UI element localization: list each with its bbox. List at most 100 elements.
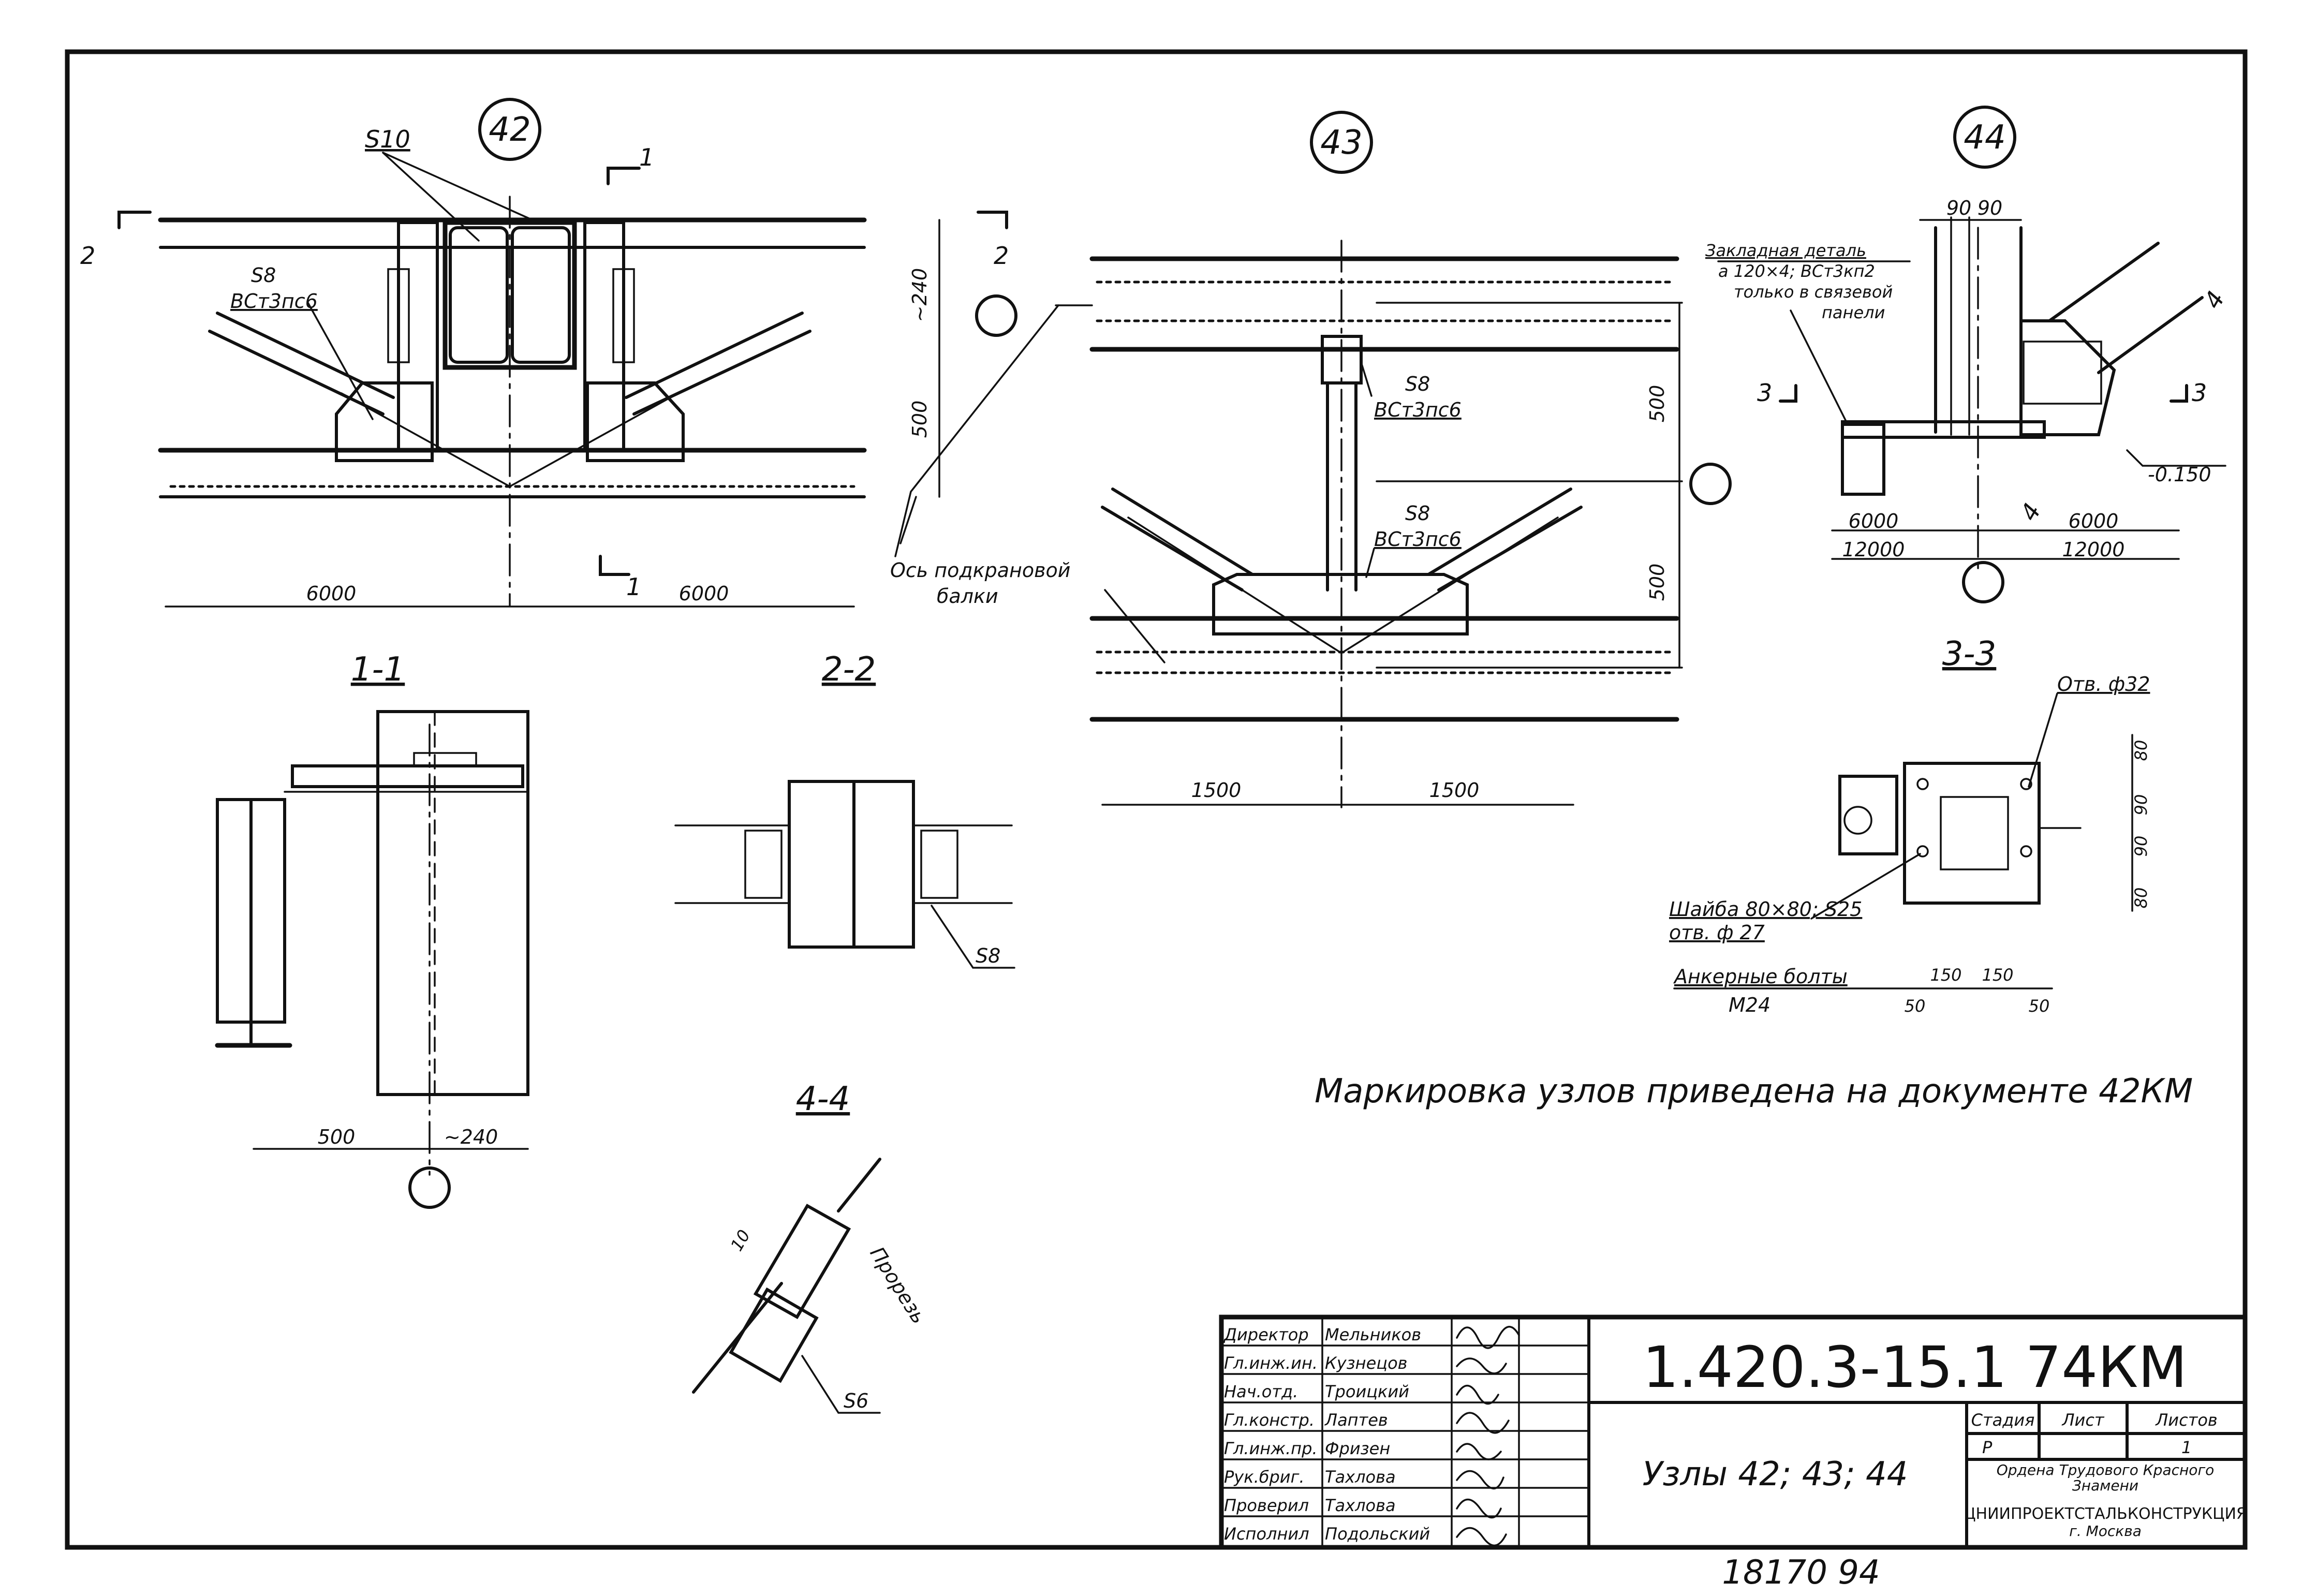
svg-text:Мельников: Мельников: [1325, 1325, 1421, 1344]
svg-text:Подольский: Подольский: [1325, 1524, 1430, 1544]
svg-text:только в связевой: только в связевой: [1734, 282, 1893, 302]
svg-text:Отв. ф32: Отв. ф32: [2057, 673, 2150, 696]
svg-text:50: 50: [2029, 996, 2050, 1016]
svg-text:S8: S8: [1405, 373, 1430, 395]
svg-text:150: 150: [1930, 965, 1961, 985]
svg-text:2-2: 2-2: [822, 651, 876, 689]
node-42-view: 42 1 1 2 2 S10: [80, 98, 1017, 608]
svg-text:1: 1: [639, 143, 654, 171]
section-2-2: 2-2 S8: [674, 651, 1015, 969]
svg-text:Закладная деталь: Закладная деталь: [1705, 241, 1866, 260]
svg-text:Тахлова: Тахлова: [1325, 1467, 1396, 1487]
svg-text:Исполнил: Исполнил: [1224, 1524, 1309, 1544]
svg-text:90: 90: [1946, 197, 1971, 219]
svg-text:балки: балки: [937, 585, 998, 608]
svg-text:ЦНИИПРОЕКТСТАЛЬКОНСТРУКЦИЯ: ЦНИИПРОЕКТСТАЛЬКОНСТРУКЦИЯ: [1964, 1505, 2247, 1523]
svg-text:1: 1: [2181, 1438, 2192, 1457]
svg-text:1: 1: [626, 573, 641, 601]
title-block: Директор Мельников Гл.инж.ин. Кузнецов Н…: [1219, 1314, 2248, 1550]
section-1-1: 1-1 500 ~240: [215, 651, 529, 1209]
svg-text:500: 500: [1646, 385, 1669, 423]
node-44-marker: [1953, 106, 2016, 169]
svg-text:3: 3: [1757, 379, 1772, 407]
svg-text:Шайба 80×80; S25: Шайба 80×80; S25: [1669, 898, 1862, 921]
svg-text:S8: S8: [1405, 502, 1430, 525]
svg-text:3-3: 3-3: [1942, 635, 1997, 673]
svg-text:1500: 1500: [1191, 779, 1242, 802]
section-4-4: 4-4 10 Прорезь S6: [692, 1080, 931, 1414]
svg-text:Анкерные болты: Анкерные болты: [1673, 965, 1848, 988]
svg-text:Гл.инж.ин.: Гл.инж.ин.: [1224, 1353, 1318, 1373]
svg-text:90: 90: [2131, 794, 2151, 816]
svg-text:S6: S6: [844, 1390, 868, 1412]
general-note: Маркировка узлов приведена на документе …: [1315, 1072, 2193, 1111]
svg-text:-0.150: -0.150: [2148, 463, 2211, 486]
svg-text:S8: S8: [976, 944, 1000, 967]
svg-text:ВСт3пс6: ВСт3пс6: [1374, 398, 1462, 421]
svg-text:Троицкий: Троицкий: [1325, 1382, 1409, 1401]
svg-text:1-1: 1-1: [351, 651, 405, 689]
svg-text:М24: М24: [1729, 994, 1770, 1016]
svg-text:Гл.инж.пр.: Гл.инж.пр.: [1224, 1439, 1318, 1458]
svg-text:90: 90: [1978, 197, 2002, 219]
svg-text:Листов: Листов: [2155, 1410, 2218, 1430]
svg-text:Рук.бриг.: Рук.бриг.: [1224, 1467, 1305, 1487]
svg-text:Ось подкрановой: Ось подкрановой: [890, 559, 1070, 582]
svg-text:Стадия: Стадия: [1971, 1410, 2035, 1430]
svg-text:6000: 6000: [306, 582, 357, 605]
svg-text:3: 3: [2192, 379, 2207, 407]
svg-text:ВСт3пс6: ВСт3пс6: [230, 290, 318, 313]
svg-text:150: 150: [1982, 965, 2013, 985]
node-44-view: 44 90 90 Закладная деталь а 120×4; ВСт3к…: [1705, 106, 2230, 603]
svg-text:Гл.констр.: Гл.констр.: [1224, 1410, 1315, 1430]
svg-text:Лаптев: Лаптев: [1324, 1410, 1388, 1430]
svg-text:4-4: 4-4: [796, 1080, 850, 1118]
svg-text:44: 44: [1964, 119, 2005, 157]
svg-text:г. Москва: г. Москва: [2069, 1523, 2142, 1540]
svg-text:12000: 12000: [2062, 538, 2125, 561]
svg-text:4: 4: [2198, 286, 2230, 313]
svg-text:10: 10: [727, 1226, 754, 1254]
section-3-3: 3-3 Отв. ф32 Шайба 80×80; S25 отв. ф 27 …: [1669, 635, 2151, 1016]
svg-text:500: 500: [1646, 564, 1669, 601]
svg-text:~240: ~240: [444, 1126, 498, 1148]
node-42-marker: [478, 98, 541, 161]
svg-text:90: 90: [2131, 836, 2151, 857]
svg-text:отв. ф 27: отв. ф 27: [1669, 921, 1765, 944]
svg-text:Тахлова: Тахлова: [1325, 1496, 1396, 1515]
svg-text:Ордена Трудового Красного: Ордена Трудового Красного: [1997, 1461, 2215, 1479]
svg-text:2: 2: [80, 242, 95, 270]
svg-text:6000: 6000: [2069, 510, 2119, 533]
svg-text:Р: Р: [1982, 1438, 1993, 1457]
svg-text:Директор: Директор: [1223, 1325, 1309, 1344]
drawing-code: 1.420.3-15.1 74КМ: [1643, 1334, 2187, 1400]
svg-text:500: 500: [908, 401, 931, 438]
svg-text:500: 500: [318, 1126, 356, 1148]
signatures: [1456, 1325, 1520, 1547]
svg-text:Прорезь: Прорезь: [865, 1243, 930, 1327]
svg-text:~240: ~240: [908, 268, 931, 322]
svg-text:2: 2: [994, 242, 1009, 270]
svg-text:1500: 1500: [1429, 779, 1480, 802]
node-43-view: 43 S8 ВСт3пс6 S8 ВСт3пс6 Ось подкрановой: [890, 111, 1732, 808]
svg-text:Фризен: Фризен: [1325, 1439, 1390, 1458]
svg-text:50: 50: [1905, 996, 1926, 1016]
svg-text:ВСт3пс6: ВСт3пс6: [1374, 528, 1462, 551]
node-43-marker: [1310, 111, 1373, 174]
svg-text:Знамени: Знамени: [2072, 1477, 2138, 1494]
svg-text:6000: 6000: [1849, 510, 1899, 533]
svg-text:Нач.отд.: Нач.отд.: [1224, 1382, 1298, 1401]
svg-text:4: 4: [2015, 498, 2046, 525]
svg-text:Кузнецов: Кузнецов: [1325, 1353, 1408, 1373]
sheet-frame: [65, 49, 2248, 1550]
node-42-label: 42: [489, 111, 530, 149]
svg-text:12000: 12000: [1842, 538, 1905, 561]
svg-text:6000: 6000: [679, 582, 729, 605]
svg-text:а 120×4; ВСт3кп2: а 120×4; ВСт3кп2: [1718, 261, 1875, 281]
svg-text:43: 43: [1320, 124, 1362, 162]
archive-number: 18170 94: [1722, 1554, 1880, 1592]
svg-text:Проверил: Проверил: [1224, 1496, 1309, 1515]
svg-text:80: 80: [2131, 888, 2151, 909]
svg-text:S10: S10: [365, 125, 410, 153]
